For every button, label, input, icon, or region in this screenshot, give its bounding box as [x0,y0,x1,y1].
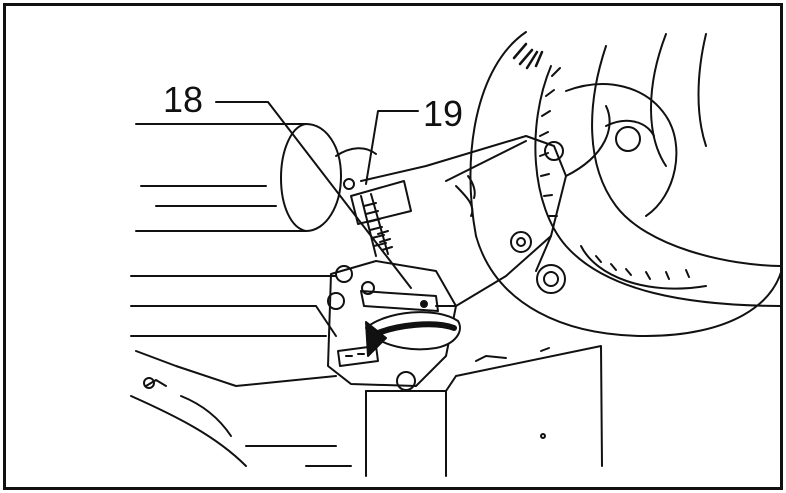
saw-mechanism-illustration [130,31,780,477]
pivot-bolt-icon [536,264,566,294]
rotation-arrow-icon [365,311,461,357]
lock-lever [360,281,439,312]
callout-label-19: 19 [423,93,464,134]
leader-line-18 [215,101,412,289]
brand-logo-fragment [512,42,544,70]
guard-bolt-icon [615,126,641,152]
base-screw-icon [143,377,155,389]
motor-housing [135,123,377,232]
lower-bolt-icon [396,371,416,391]
blade-guard [469,31,780,337]
illustration-frame: 18 19 [3,3,783,490]
plate-hole-icon [510,231,532,253]
arm-plate [360,105,611,307]
leader-line-19 [365,110,419,185]
lower-housing [365,345,603,477]
callout-label-18: 18 [163,79,204,120]
callout-leaders [215,101,419,289]
top-bolt-icon [544,141,564,161]
base-structure [130,275,352,467]
